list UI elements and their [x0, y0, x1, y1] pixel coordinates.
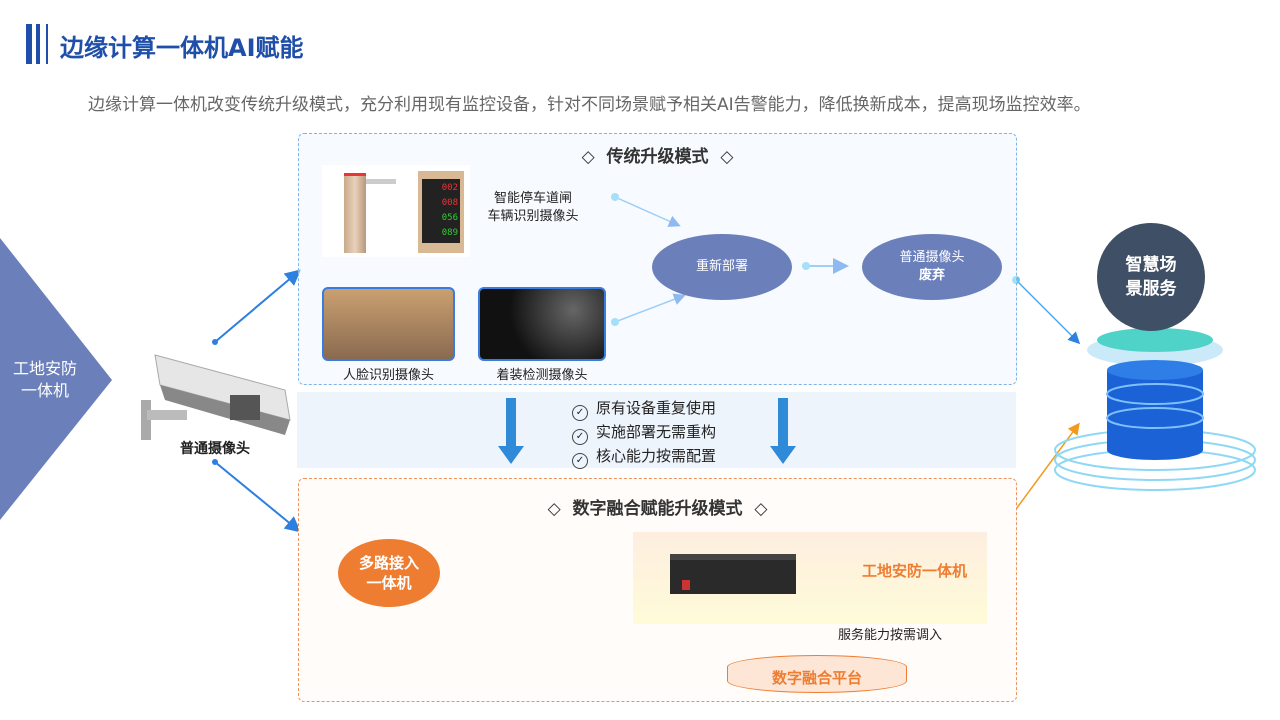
redeploy-node: 重新部署 [652, 234, 792, 300]
edge-device-image [670, 554, 796, 594]
benefits-band [297, 392, 1016, 468]
benefit-item: ✓原有设备重复使用 [572, 397, 716, 421]
page-subtitle: 边缘计算一体机改变传统升级模式，充分利用现有监控设备，针对不同场景赋予相关AI告… [88, 95, 1091, 115]
dress-detection-image [478, 287, 606, 361]
parking-count: 002 [441, 183, 458, 193]
digital-title: 数字融合赋能升级模式 [572, 499, 743, 519]
benefit-item: ✓核心能力按需配置 [572, 445, 716, 469]
parking-gate-image: 002 008 056 089 [322, 165, 470, 257]
check-circle-icon: ✓ [572, 429, 588, 445]
diamond-icon: ◇ [547, 499, 561, 519]
benefit-item: ✓实施部署无需重构 [572, 421, 716, 445]
dress-label: 着装检测摄像头 [496, 368, 588, 383]
device-name: 工地安防一体机 [862, 562, 968, 580]
database-stack-icon [1054, 328, 1256, 491]
page-title: 边缘计算一体机AI赋能 [60, 34, 304, 62]
down-arrow-icon [498, 398, 524, 464]
parking-count: 089 [441, 228, 458, 238]
diamond-icon: ◇ [581, 147, 595, 167]
platform-cylinder: 数字融合平台 [727, 655, 907, 693]
parking-count: 056 [441, 213, 458, 223]
device-chevron [0, 238, 112, 520]
diamond-icon: ◇ [754, 499, 768, 519]
face-recognition-image [322, 287, 455, 361]
title-bar-decoration [36, 24, 40, 64]
traditional-title: 传统升级模式 [606, 147, 709, 167]
parking-label: 智能停车道闸 车辆识别摄像头 [487, 191, 579, 224]
camera-label: 普通摄像头 [180, 441, 250, 457]
face-label: 人脸识别摄像头 [342, 368, 434, 383]
title-bar-decoration [46, 24, 48, 64]
device-label: 工地安防 一体机 [12, 359, 77, 400]
title-bar-decoration [26, 24, 32, 64]
check-circle-icon: ✓ [572, 453, 588, 469]
camera-icon [141, 354, 291, 440]
parking-count: 008 [441, 198, 458, 208]
diamond-icon: ◇ [720, 147, 734, 167]
check-circle-icon: ✓ [572, 405, 588, 421]
smart-service-circle: 智慧场景服务 [1097, 223, 1205, 331]
discard-node: 普通摄像头废弃 [862, 234, 1002, 300]
multi-access-node: 多路接入一体机 [338, 539, 440, 607]
down-arrow-icon [770, 398, 796, 464]
service-label: 服务能力按需调入 [838, 628, 943, 643]
